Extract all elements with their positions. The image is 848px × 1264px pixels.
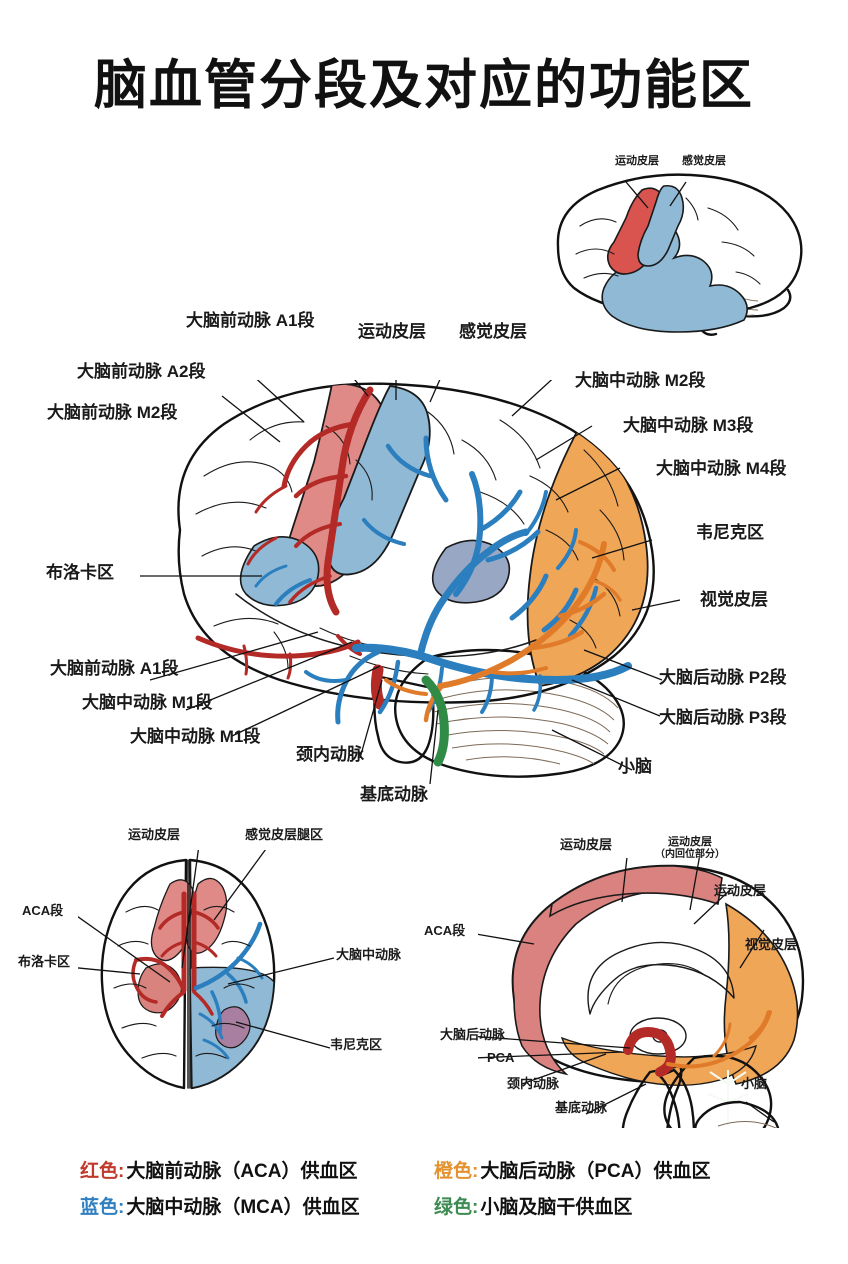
- label-visual-cortex: 视觉皮层: [700, 590, 768, 609]
- label-mca-m4: 大脑中动脉 M4段: [656, 459, 787, 478]
- label-internal-carotid: 颈内动脉: [296, 745, 364, 764]
- legend-text-green: 小脑及脑干供血区: [480, 1197, 633, 1218]
- label-aca-a2: 大脑前动脉 A2段: [77, 362, 206, 381]
- inset-bl-label-wernicke: 韦尼克区: [330, 1037, 383, 1052]
- inset-br-label-basilar: 基底动脉: [555, 1100, 608, 1115]
- label-cerebellum: 小脑: [618, 757, 652, 776]
- label-sensory-cortex: 感觉皮层: [459, 322, 527, 341]
- legend-text-red: 大脑前动脉（ACA）供血区: [126, 1161, 358, 1182]
- inset-br-label-cerebellum: 小脑: [741, 1076, 768, 1091]
- lateral-brain-graphic: [140, 380, 681, 785]
- inset-br-label-aca-segment: ACA段: [424, 923, 466, 938]
- midsagittal-view-graphic: [478, 858, 805, 1128]
- inset-bl-label-motor: 运动皮层: [128, 827, 181, 842]
- label-mca-m1-a: 大脑中动脉 M1段: [82, 693, 213, 712]
- label-basilar: 基底动脉: [360, 785, 428, 804]
- inset-br-label-pca-abbr: PCA: [487, 1050, 515, 1065]
- legend-item-orange: 橙色:大脑后动脉（PCA）供血区: [434, 1156, 710, 1183]
- inset-bl-label-mca: 大脑中动脉: [336, 947, 402, 962]
- inset-tr-label-sensory: 感觉皮层: [682, 155, 726, 167]
- inset-bl-label-aca-segment: ACA段: [22, 903, 64, 918]
- legend-item-green: 绿色:小脑及脑干供血区: [434, 1192, 632, 1219]
- inset-br-motor-medial-main: 运动皮层: [668, 836, 712, 848]
- label-motor-cortex: 运动皮层: [358, 322, 426, 341]
- inset-br-label-motor-medial: 运动皮层 （内回位部分）: [655, 836, 725, 860]
- inset-tr-label-motor: 运动皮层: [615, 155, 659, 167]
- superior-view-graphic: [78, 850, 335, 1090]
- inset-br-label-visual: 视觉皮层: [745, 937, 798, 952]
- label-pca-p3: 大脑后动脉 P3段: [659, 708, 787, 727]
- legend-item-blue: 蓝色:大脑中动脉（MCA）供血区: [80, 1192, 360, 1219]
- label-aca-a1-low: 大脑前动脉 A1段: [50, 659, 179, 678]
- label-pca-p2: 大脑后动脉 P2段: [659, 668, 787, 687]
- legend-item-red: 红色:大脑前动脉（ACA）供血区: [80, 1156, 358, 1183]
- legend-text-orange: 大脑后动脉（PCA）供血区: [480, 1161, 711, 1182]
- inset-br-label-motor: 运动皮层: [560, 837, 613, 852]
- inset-br-label-internal-carotid: 颈内动脉: [507, 1076, 560, 1091]
- inset-br-label-motor-3: 运动皮层: [714, 883, 767, 898]
- label-mca-m2: 大脑中动脉 M2段: [575, 371, 706, 390]
- label-mca-m3: 大脑中动脉 M3段: [623, 416, 754, 435]
- inset-bl-label-broca: 布洛卡区: [18, 954, 71, 969]
- legend-key-orange: 橙色:: [434, 1161, 479, 1182]
- cortex-territory-inset-graphic: [556, 173, 803, 336]
- inset-bl-label-sensory-leg: 感觉皮层腿区: [245, 827, 324, 842]
- legend-text-blue: 大脑中动脉（MCA）供血区: [126, 1197, 360, 1218]
- label-mca-m1-b: 大脑中动脉 M1段: [130, 727, 261, 746]
- label-wernicke: 韦尼克区: [696, 523, 764, 542]
- legend-key-red: 红色:: [80, 1161, 125, 1182]
- page-title: 脑血管分段及对应的功能区: [94, 56, 754, 115]
- label-aca-m2: 大脑前动脉 M2段: [47, 403, 178, 422]
- legend-key-green: 绿色:: [434, 1197, 479, 1218]
- inset-br-label-pca-cn: 大脑后动脉: [440, 1027, 506, 1042]
- label-aca-a1-top: 大脑前动脉 A1段: [186, 311, 315, 330]
- label-broca: 布洛卡区: [46, 563, 114, 582]
- inset-br-motor-medial-note: （内回位部分）: [655, 848, 725, 860]
- legend-key-blue: 蓝色:: [80, 1197, 125, 1218]
